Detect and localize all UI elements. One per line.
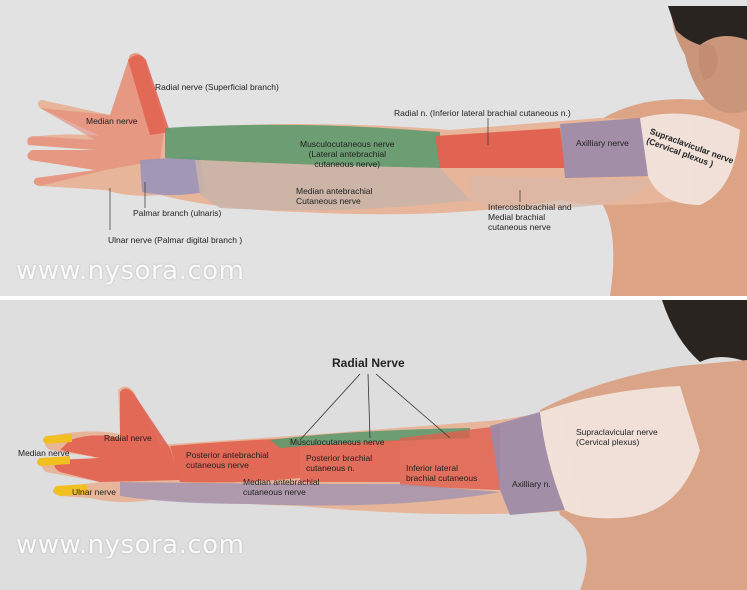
posterior-arm-panel: Radial Nerve Radial nerve Median nerve U… bbox=[0, 300, 747, 590]
label-intercostobrachial-2: Medial brachial bbox=[488, 212, 572, 222]
label-posterior-antebrachial-1: Posterior antebrachial bbox=[186, 450, 269, 460]
label-musculocutaneous-2: (Lateral antebrachial bbox=[300, 149, 395, 159]
label-supraclavicular: Supraclavicular nerve (Cervical plexus) bbox=[576, 427, 658, 447]
leader-radial-1 bbox=[300, 374, 360, 440]
label-inferior-lateral-1: Inferior lateral bbox=[406, 463, 477, 473]
label-posterior-brachial-2: cutaneous n. bbox=[306, 463, 372, 473]
label-posterior-antebrachial-2: cutaneous nerve bbox=[186, 460, 269, 470]
label-radial-inferior-lateral: Radial n. (Inferior lateral brachial cut… bbox=[394, 108, 571, 118]
label-median: Median nerve bbox=[86, 116, 138, 126]
label-ulnar: Ulnar nerve bbox=[72, 487, 116, 497]
label-median-antebrachial-1: Median antebrachial bbox=[243, 477, 320, 487]
label-posterior-antebrachial: Posterior antebrachial cutaneous nerve bbox=[186, 450, 269, 470]
watermark-top: www.nysora.com bbox=[16, 256, 244, 286]
label-median-antebrachial: Median antebrachial Cutaneous nerve bbox=[296, 186, 373, 206]
label-supraclavicular-1: Supraclavicular nerve bbox=[576, 427, 658, 437]
label-inferior-lateral-2: brachial cutaneous bbox=[406, 473, 477, 483]
label-axillary: Axilliary n. bbox=[512, 479, 551, 489]
label-inferior-lateral: Inferior lateral brachial cutaneous bbox=[406, 463, 477, 483]
label-axillary: Axilliary nerve bbox=[576, 138, 629, 148]
label-musculocutaneous-1: Musculocutaneous nerve bbox=[300, 139, 395, 149]
anterior-arm-panel: Radial nerve (Superficial branch) Median… bbox=[0, 0, 747, 296]
label-supraclavicular-2: (Cervical plexus) bbox=[576, 437, 658, 447]
label-ulnar-palmar: Ulnar nerve (Palmar digital branch ) bbox=[108, 235, 242, 245]
label-median-antebrachial-2: cutaneous nerve bbox=[243, 487, 320, 497]
label-title-radial: Radial Nerve bbox=[332, 356, 405, 370]
hair bbox=[662, 300, 747, 362]
label-median-antebrachial: Median antebrachial cutaneous nerve bbox=[243, 477, 320, 497]
label-radial-superficial: Radial nerve (Superficial branch) bbox=[155, 82, 279, 92]
label-intercostobrachial-3: cutaneous nerve bbox=[488, 222, 572, 232]
leader-radial-2 bbox=[368, 374, 370, 438]
label-musculocutaneous: Musculocutaneous nerve (Lateral antebrac… bbox=[300, 139, 395, 169]
label-palmar: Palmar branch (ulnaris) bbox=[133, 208, 221, 218]
label-radial: Radial nerve bbox=[104, 433, 152, 443]
label-median: Median nerve bbox=[18, 448, 70, 458]
watermark-bottom: www.nysora.com bbox=[16, 530, 244, 560]
label-posterior-brachial-1: Posterior brachial bbox=[306, 453, 372, 463]
label-musculocutaneous: Musculocutaneous nerve bbox=[290, 437, 385, 447]
label-median-antebrachial-2: Cutaneous nerve bbox=[296, 196, 373, 206]
label-median-antebrachial-1: Median antebrachial bbox=[296, 186, 373, 196]
axillary-zone bbox=[560, 118, 650, 178]
label-musculocutaneous-3: cutaneous nerve) bbox=[300, 159, 395, 169]
label-posterior-brachial: Posterior brachial cutaneous n. bbox=[306, 453, 372, 473]
label-intercostobrachial-1: Intercostobrachial and bbox=[488, 202, 572, 212]
ulnar-zone bbox=[140, 156, 205, 195]
label-intercostobrachial: Intercostobrachial and Medial brachial c… bbox=[488, 202, 572, 232]
